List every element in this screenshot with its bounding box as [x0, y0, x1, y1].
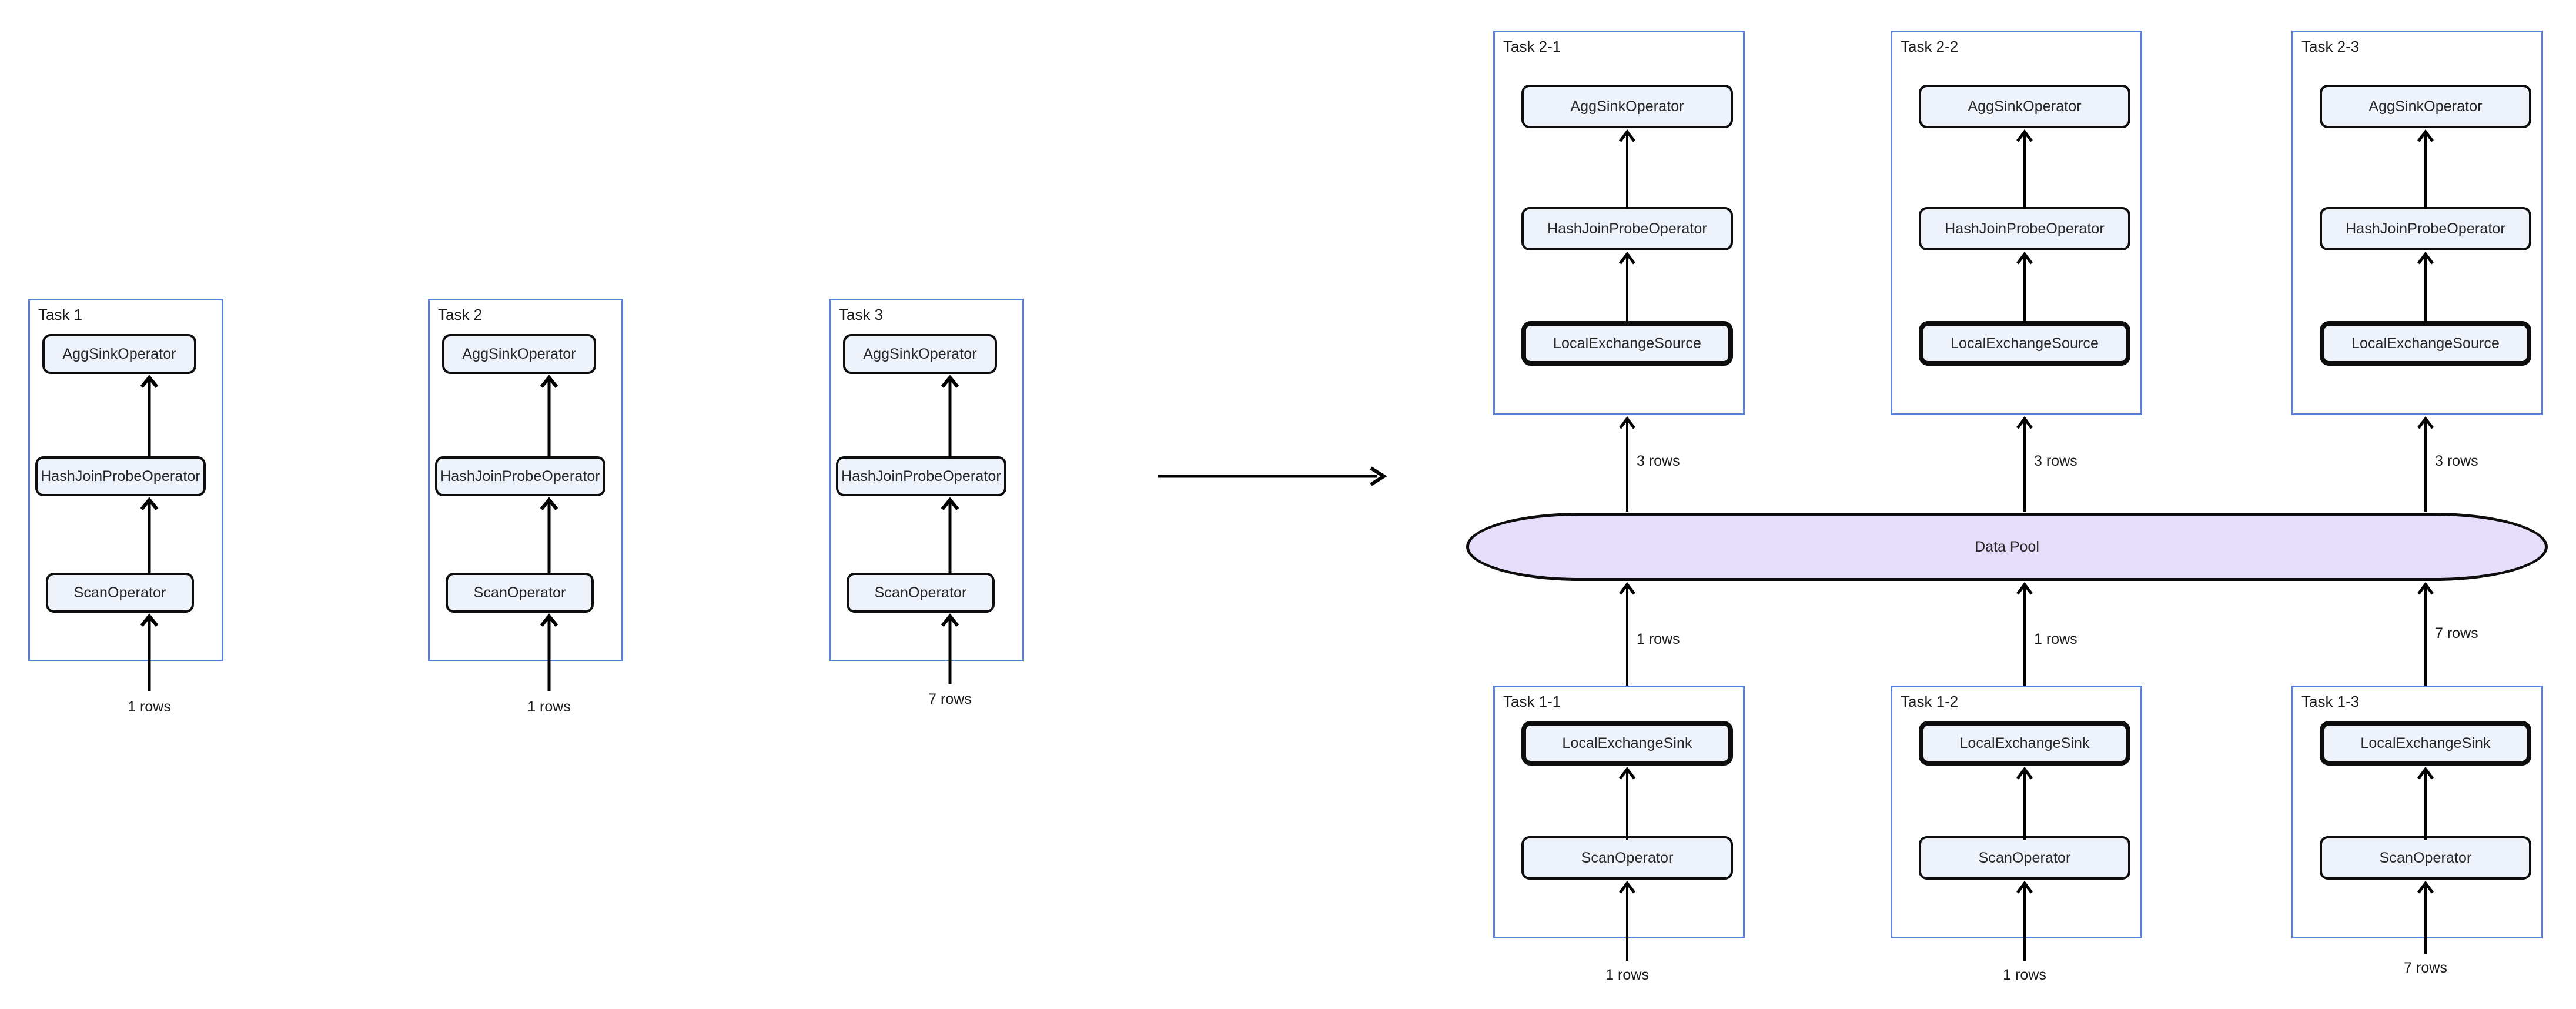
pool-to-task-2-2-arrow: [2016, 416, 2033, 512]
task-title: Task 2-3: [2301, 38, 2360, 55]
operator-node-hashjoinprobeoperator[interactable]: HashJoinProbeOperator: [2320, 207, 2531, 250]
operator-node-scanoperator[interactable]: ScanOperator: [847, 573, 995, 613]
operator-label: ScanOperator: [1978, 849, 2071, 866]
edge-label-input-rows: 1 rows: [527, 699, 571, 715]
operator-node-aggsinkoperator[interactable]: AggSinkOperator: [1521, 85, 1733, 128]
operator-label: AggSinkOperator: [462, 345, 576, 362]
input-arrow-task-1-2: [2016, 880, 2033, 961]
operator-label: LocalExchangeSink: [1562, 734, 1692, 751]
operator-label: AggSinkOperator: [1968, 98, 2082, 115]
flow-arrow-hashjoin-to-aggsink: [1619, 129, 1635, 209]
task-title: Task 3: [839, 306, 884, 323]
flow-arrow-scan-to-localexchangesink: [2417, 766, 2434, 840]
edge-label-pool-output-rows: 3 rows: [1637, 453, 1680, 469]
pool-to-task-2-1-arrow: [1619, 416, 1635, 512]
flow-arrow-hashjoin-to-aggsink: [2417, 129, 2434, 209]
flow-arrow-hashjoin-to-aggsink: [140, 375, 159, 457]
operator-node-aggsinkoperator[interactable]: AggSinkOperator: [1919, 85, 2130, 128]
operator-node-hashjoinprobeoperator[interactable]: HashJoinProbeOperator: [1521, 207, 1733, 250]
operator-node-hashjoinprobeoperator[interactable]: HashJoinProbeOperator: [836, 456, 1006, 496]
operator-label: HashJoinProbeOperator: [41, 467, 200, 485]
operator-label: AggSinkOperator: [2368, 98, 2483, 115]
input-arrow-task-3: [941, 613, 959, 684]
operator-label: ScanOperator: [1581, 849, 1674, 866]
operator-label: HashJoinProbeOperator: [1945, 220, 2105, 237]
operator-label: LocalExchangeSource: [1553, 335, 1702, 352]
operator-node-scanoperator[interactable]: ScanOperator: [446, 573, 594, 613]
operator-label: LocalExchangeSource: [2351, 335, 2500, 352]
operator-label: ScanOperator: [2379, 849, 2472, 866]
flow-arrow-hashjoin-to-aggsink: [540, 375, 558, 457]
task-title: Task 2: [438, 306, 483, 323]
edge-label-input-rows: 1 rows: [1605, 967, 1649, 983]
operator-label: LocalExchangeSink: [1959, 734, 2090, 751]
flow-arrow-localexchangesource-to-hashjoin: [1619, 251, 1635, 323]
task-1-3-to-pool-arrow: [2417, 582, 2434, 693]
operator-label: ScanOperator: [473, 584, 566, 601]
operator-node-aggsinkoperator[interactable]: AggSinkOperator: [442, 334, 596, 374]
task-title: Task 1-2: [1901, 693, 1959, 710]
task-1-2-to-pool-arrow: [2016, 582, 2033, 693]
operator-node-aggsinkoperator[interactable]: AggSinkOperator: [843, 334, 997, 374]
flow-arrow-scan-to-hashjoin: [140, 497, 159, 574]
operator-label: LocalExchangeSink: [2360, 734, 2491, 751]
operator-node-localexchangesink[interactable]: LocalExchangeSink: [2320, 721, 2531, 766]
edge-label-input-rows: 1 rows: [128, 699, 171, 715]
operator-label: AggSinkOperator: [863, 345, 977, 362]
operator-label: AggSinkOperator: [62, 345, 176, 362]
operator-node-hashjoinprobeoperator[interactable]: HashJoinProbeOperator: [1919, 207, 2130, 250]
arrow-right-icon: [1158, 466, 1387, 486]
operator-node-localexchangesource[interactable]: LocalExchangeSource: [1521, 321, 1733, 366]
task-title: Task 1-3: [2301, 693, 2360, 710]
task-title: Task 2-1: [1503, 38, 1561, 55]
flow-arrow-hashjoin-to-aggsink: [2016, 129, 2033, 209]
operator-node-aggsinkoperator[interactable]: AggSinkOperator: [2320, 85, 2531, 128]
edge-label-sink-output-rows: 7 rows: [2435, 625, 2478, 642]
operator-node-scanoperator[interactable]: ScanOperator: [1919, 836, 2130, 880]
operator-label: HashJoinProbeOperator: [440, 467, 600, 485]
operator-node-scanoperator[interactable]: ScanOperator: [2320, 836, 2531, 880]
operator-node-localexchangesink[interactable]: LocalExchangeSink: [1919, 721, 2130, 766]
operator-node-localexchangesource[interactable]: LocalExchangeSource: [2320, 321, 2531, 366]
flow-arrow-hashjoin-to-aggsink: [941, 375, 959, 457]
task-title: Task 2-2: [1901, 38, 1959, 55]
flow-arrow-localexchangesource-to-hashjoin: [2417, 251, 2434, 323]
edge-label-sink-output-rows: 1 rows: [2034, 631, 2077, 647]
operator-label: LocalExchangeSource: [1950, 335, 2099, 352]
flow-arrow-scan-to-hashjoin: [540, 497, 558, 574]
operator-node-scanoperator[interactable]: ScanOperator: [1521, 836, 1733, 880]
task-1-1-to-pool-arrow: [1619, 582, 1635, 693]
edge-label-input-rows: 1 rows: [2003, 967, 2046, 983]
task-title: Task 1-1: [1503, 693, 1561, 710]
data-pool-label: Data Pool: [1975, 538, 2039, 555]
flow-arrow-localexchangesource-to-hashjoin: [2016, 251, 2033, 323]
flow-arrow-scan-to-localexchangesink: [2016, 766, 2033, 840]
operator-label: HashJoinProbeOperator: [1547, 220, 1707, 237]
data-pool-node[interactable]: Data Pool: [1466, 513, 2548, 581]
operator-node-scanoperator[interactable]: ScanOperator: [46, 573, 194, 613]
operator-label: HashJoinProbeOperator: [841, 467, 1001, 485]
flow-arrow-scan-to-hashjoin: [941, 497, 959, 574]
operator-label: ScanOperator: [874, 584, 967, 601]
operator-node-hashjoinprobeoperator[interactable]: HashJoinProbeOperator: [435, 456, 605, 496]
pool-to-task-2-3-arrow: [2417, 416, 2434, 512]
operator-label: ScanOperator: [73, 584, 166, 601]
operator-label: HashJoinProbeOperator: [2346, 220, 2505, 237]
edge-label-input-rows: 7 rows: [2404, 960, 2447, 976]
edge-label-sink-output-rows: 1 rows: [1637, 631, 1680, 647]
operator-node-localexchangesink[interactable]: LocalExchangeSink: [1521, 721, 1733, 766]
operator-node-hashjoinprobeoperator[interactable]: HashJoinProbeOperator: [35, 456, 206, 496]
operator-node-localexchangesource[interactable]: LocalExchangeSource: [1919, 321, 2130, 366]
input-arrow-task-2: [540, 613, 558, 691]
operator-label: AggSinkOperator: [1570, 98, 1684, 115]
edge-label-pool-output-rows: 3 rows: [2034, 453, 2077, 469]
flow-arrow-scan-to-localexchangesink: [1619, 766, 1635, 840]
edge-label-input-rows: 7 rows: [928, 691, 972, 707]
task-title: Task 1: [38, 306, 83, 323]
operator-node-aggsinkoperator[interactable]: AggSinkOperator: [42, 334, 196, 374]
input-arrow-task-1: [140, 613, 159, 691]
input-arrow-task-1-1: [1619, 880, 1635, 961]
edge-label-pool-output-rows: 3 rows: [2435, 453, 2478, 469]
input-arrow-task-1-3: [2417, 880, 2434, 954]
